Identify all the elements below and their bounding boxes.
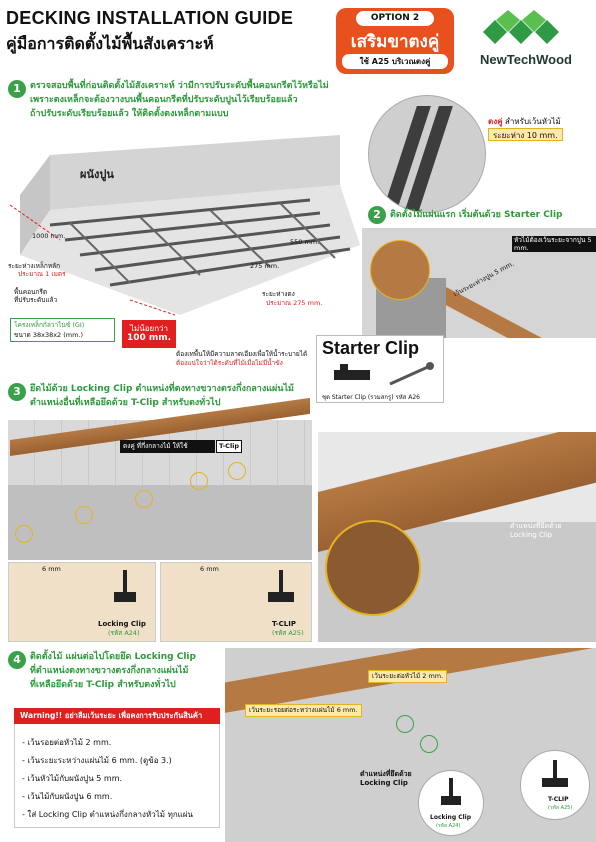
warning-item-5: - ใส่ Locking Clip ตำแหน่งกึ่งกลางหัวไม้… (22, 810, 193, 819)
joist-frame-diagram (10, 135, 360, 316)
warning-box (14, 708, 220, 828)
leg-spacing-label: ระยะห่างเหล็กหลัก (8, 262, 61, 270)
joist-spacing-label: ระยะห่างตง (262, 290, 295, 298)
step-2-badge: 2 (368, 206, 386, 224)
leg-spacing-value: ประมาณ 1 เมตร (18, 270, 66, 278)
clip-marker-3 (135, 490, 153, 508)
t-clip-icon (268, 570, 294, 602)
starter-clip-icon (334, 362, 434, 386)
frame-size: ขนาด 38x38x2 (mm.) (14, 331, 84, 339)
starter-clip-title: Starter Clip (322, 338, 420, 358)
step4-tclip-icon (542, 760, 568, 787)
step-4-line-1: ติดตั้งไม้ แผ่นต่อไปโดยยึด Locking Clip (30, 652, 196, 662)
locking-clip-name: Locking Clip (98, 620, 146, 628)
step-3-line-1: ยึดไม้ด้วย Locking Clip ตำแหน่งที่ตงทางข… (30, 384, 294, 394)
step4-locking-code: (รหัส A24) (436, 823, 461, 829)
slope-note-1: ต้องเทพื้นให้มีความลาดเอียงเพื่อให้น้ำระ… (176, 350, 308, 358)
starter-clip-caption: ชุด Starter Clip (รวมสกรู) รหัส A26 (322, 394, 420, 401)
double-joist-desc: สำหรับเว้นหัวไม้ (505, 117, 561, 126)
dim-550: 550 mm. (290, 238, 320, 246)
warning-item-3: - เว้นหัวไม้กับผนังปูน 5 mm. (22, 774, 123, 783)
step3-locking-note: ตำแหน่งที่ยึดด้วย Locking Clip (510, 522, 562, 539)
double-joist-name: ตงคู่ (488, 117, 503, 126)
step3-callout: ตงคู่ ที่กึ่งกลางไม้ ให้ใช้ (120, 440, 215, 453)
concrete-label: พื้นคอนกรีต ที่ปรับระดับแล้ว (14, 288, 58, 304)
step3-floor (8, 485, 312, 560)
warning-item-1: - เว้นรอยต่อหัวไม้ 2 mm. (22, 738, 112, 747)
step4-marker-1 (396, 715, 414, 733)
frame-spec-box (10, 318, 115, 342)
min-gap-value: 100 mm. (126, 333, 172, 343)
option-subtitle: ใช้ A25 บริเวณตงคู่ (342, 54, 448, 69)
warning-header: Warning!! อย่าลืมเว้นระยะ เพื่อคงการรับป… (14, 708, 220, 724)
page-title-thai: คู่มือการติดตั้งไม้พื้นสังเคราะห์ (6, 34, 214, 53)
step4-locking-name: Locking Clip (430, 814, 472, 821)
step-4-line-3: ที่เหลือยึดด้วย T-Clip สำหรับตงทั่วไป (30, 680, 176, 690)
locking-clip-code: (รหัส A24) (108, 629, 140, 637)
step4-locking-clip-icon (441, 778, 461, 805)
step-4-badge: 4 (8, 651, 26, 669)
joist-spacing-value: ประมาณ 275 mm. (266, 299, 323, 307)
brand-name: NewTechWood (480, 52, 572, 67)
brand-logo-icon (483, 10, 559, 44)
clip-marker-1 (15, 525, 33, 543)
step-1-badge: 1 (8, 80, 26, 98)
step4-locking-note: ตำแหน่งที่ยึดด้วย Locking Clip (360, 770, 412, 787)
double-joist-label: ตงคู่ สำหรับเว้นหัวไม้ (488, 115, 561, 128)
step-3-line-2: ตำแหน่งอื่นที่เหลือยึดด้วย T-Clip สำหรับ… (30, 398, 221, 408)
step-3-text: ยึดไม้ด้วย Locking Clip ตำแหน่งที่ตงทางข… (30, 382, 330, 410)
step4-top-gap: เว้นระยะต่อหัวไม้ 2 mm. (368, 670, 448, 683)
frame-spec: โครงเหล็กกัลวาไนซ์ (GI) (14, 321, 85, 329)
wall-label: ผนังปูน (80, 168, 114, 181)
locking-gap: 6 mm (42, 565, 61, 573)
step-2-text: ติดตั้งไม้แผ่นแรก เริ่มต้นด้วย Starter C… (390, 210, 563, 220)
step4-marker-2 (420, 735, 438, 753)
warning-item-2: - เว้นระยะระหว่างแผ่นไม้ 6 mm. (ดูข้อ 3.… (22, 756, 172, 765)
starter-clip-box (316, 335, 444, 403)
step3-callout-tag: T-Clip (216, 440, 243, 453)
step4-tclip-name: T-CLIP (548, 796, 569, 803)
clip-marker-2 (75, 506, 93, 524)
dim-1000: 1000 mm. (32, 232, 66, 240)
option-title: เสริมขาตงคู่ (350, 32, 440, 52)
step-1-line-2: เพราะตงเหล็กจะต้องวางบนพื้นคอนกรีตที่ปรั… (30, 95, 298, 105)
edge-note: หัวไม้ต้องเว้นระยะจากปูน 5 mm. (512, 236, 596, 252)
tclip-code: (รหัส A25) (272, 629, 304, 637)
tclip-name: T-CLIP (272, 620, 296, 628)
step4-side-gap: เว้นระยะรอยต่อระหว่างแผ่นไม้ 6 mm. (245, 704, 362, 717)
locking-clip-icon (114, 570, 136, 602)
tclip-gap: 6 mm (200, 565, 219, 573)
step-1-text: ตรวจสอบพื้นที่ก่อนติดตั้งไม้สังเคราะห์ ว… (30, 79, 380, 121)
warning-item-4: - เว้นไม้กับผนังปูน 6 mm. (22, 792, 113, 801)
double-joist-gap: ระยะห่าง 10 mm. (488, 128, 563, 141)
step-4-text: ติดตั้งไม้ แผ่นต่อไปโดยยึด Locking Clip … (30, 650, 230, 692)
step-4-line-2: ที่ตำแหน่งตงทางขวางตรงกึ่งกลางแผ่นไม้ (30, 666, 189, 676)
clip-marker-4 (190, 472, 208, 490)
min-gap-box (122, 320, 176, 348)
min-gap-label: ไม่น้อยกว่า (129, 324, 169, 333)
step3-zoom-circle (325, 520, 421, 616)
step3-callout-text: ตงคู่ ที่กึ่งกลางไม้ ให้ใช้ (123, 442, 188, 450)
step-1-line-3: ถ้าปรับระดับเรียบร้อยแล้ว ให้ติดตั้งตงเห… (30, 109, 229, 119)
page-title: DECKING INSTALLATION GUIDE (6, 8, 294, 28)
starter-zoom (370, 240, 430, 300)
slope-note-2: ต้องแน่ใจว่าได้ระดับที่ไม้เมื่อไม่มีน้ำข… (176, 359, 283, 367)
step-1-line-1: ตรวจสอบพื้นที่ก่อนติดตั้งไม้สังเคราะห์ ว… (30, 81, 329, 91)
dim-275: 275 mm. (250, 262, 280, 270)
step4-tclip-code: (รหัส A25) (548, 805, 573, 811)
step-3-badge: 3 (8, 383, 26, 401)
double-joist-zoom (368, 95, 486, 213)
option-pill: OPTION 2 (356, 11, 434, 26)
clip-marker-5 (228, 462, 246, 480)
